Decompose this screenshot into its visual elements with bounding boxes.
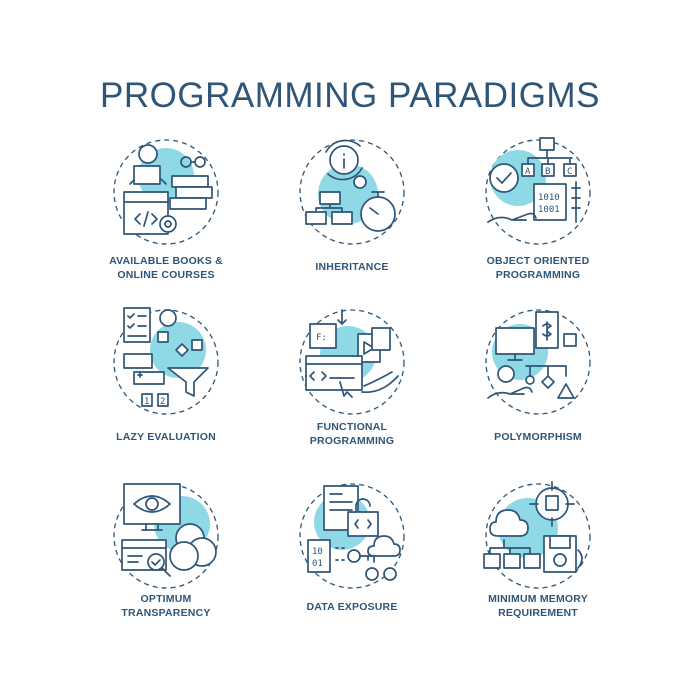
books-courses-icon (106, 132, 226, 252)
item-label: AVAILABLE BOOKS &ONLINE COURSES (109, 255, 223, 281)
svg-text:2: 2 (160, 397, 165, 407)
item-label: DATA EXPOSURE (306, 601, 398, 613)
object-oriented-icon: A B C 1010 1001 (478, 132, 598, 252)
polymorphism-icon (478, 302, 598, 422)
item-label: INHERITANCE (315, 261, 389, 273)
svg-text:C: C (567, 167, 572, 177)
lazy-evaluation-icon: 1 2 (106, 302, 226, 422)
svg-text:F:: F: (316, 333, 327, 343)
functional-programming-icon: F: (292, 302, 412, 422)
svg-text:01: 01 (312, 559, 323, 569)
svg-text:10: 10 (312, 547, 323, 557)
svg-text:1: 1 (144, 397, 149, 407)
memory-icon (478, 476, 598, 596)
item-label: LAZY EVALUATION (116, 431, 216, 443)
svg-text:1010: 1010 (538, 193, 560, 203)
inheritance-icon (292, 132, 412, 252)
item-label: POLYMORPHISM (494, 431, 582, 443)
svg-text:B: B (545, 167, 550, 177)
svg-text:1001: 1001 (538, 205, 560, 215)
transparency-icon (106, 476, 226, 596)
svg-text:A: A (525, 167, 531, 177)
page-title: PROGRAMMING PARADIGMS (100, 76, 600, 115)
